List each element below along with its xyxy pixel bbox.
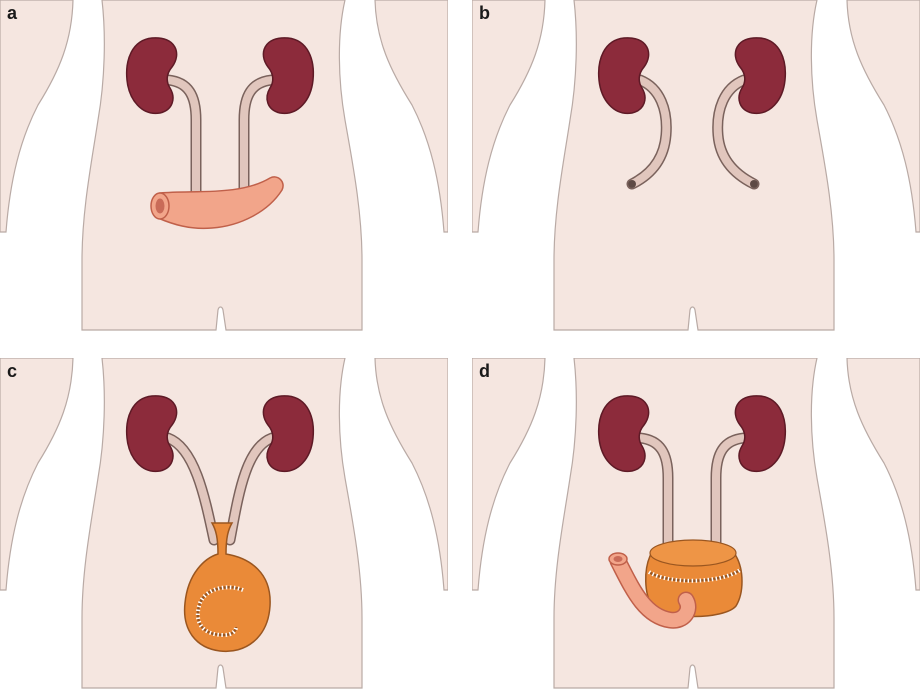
panel-c: c (0, 358, 448, 690)
right-kidney (734, 395, 787, 473)
panel-label: a (7, 3, 18, 23)
torso-silhouette (553, 0, 835, 331)
pouch-suture-line (648, 568, 741, 582)
pouch-stoma-lumen (613, 556, 623, 562)
right-arm (846, 358, 920, 591)
left-arm (0, 0, 74, 233)
left-kidney (125, 395, 178, 473)
panel-c-illustration (0, 358, 448, 689)
left-kidney (125, 37, 178, 115)
right-arm (846, 0, 920, 233)
left-arm (472, 358, 546, 591)
left-kidney (597, 395, 650, 473)
left-kidney (597, 37, 650, 115)
left-ureter-fill (636, 434, 672, 554)
left-arm (472, 0, 546, 233)
right-ureter-fill (240, 76, 276, 204)
panel-a: a (0, 0, 448, 332)
panel-d-illustration (472, 358, 920, 689)
panel-a-illustration (0, 0, 448, 331)
right-arm (374, 0, 448, 233)
pouch-top (649, 539, 737, 567)
efferent-limb-fill (611, 554, 695, 628)
right-arm (374, 358, 448, 591)
ileal-conduit (157, 176, 284, 230)
left-ureter-fill (164, 434, 218, 544)
panel-label: c (7, 361, 18, 381)
right-kidney (262, 37, 315, 115)
right-ureter-stoma (750, 180, 758, 188)
panel-b: b (472, 0, 920, 332)
left-ureter-stoma (628, 180, 636, 188)
panel-label: b (479, 3, 490, 23)
right-ureter-fill (713, 76, 758, 188)
torso-silhouette (553, 358, 835, 689)
panel-b-illustration (472, 0, 920, 331)
right-ureter-fill (712, 434, 748, 554)
panel-d: d (472, 358, 920, 690)
right-kidney (262, 395, 315, 473)
panel-label: d (479, 361, 490, 381)
right-ureter-fill (226, 434, 276, 544)
left-ureter-fill (628, 76, 671, 188)
neobladder-suture-stitches (195, 585, 244, 638)
conduit-lumen (155, 198, 165, 214)
torso-silhouette (81, 0, 363, 331)
right-kidney (734, 37, 787, 115)
left-ureter-fill (164, 76, 200, 204)
left-arm (0, 358, 74, 591)
